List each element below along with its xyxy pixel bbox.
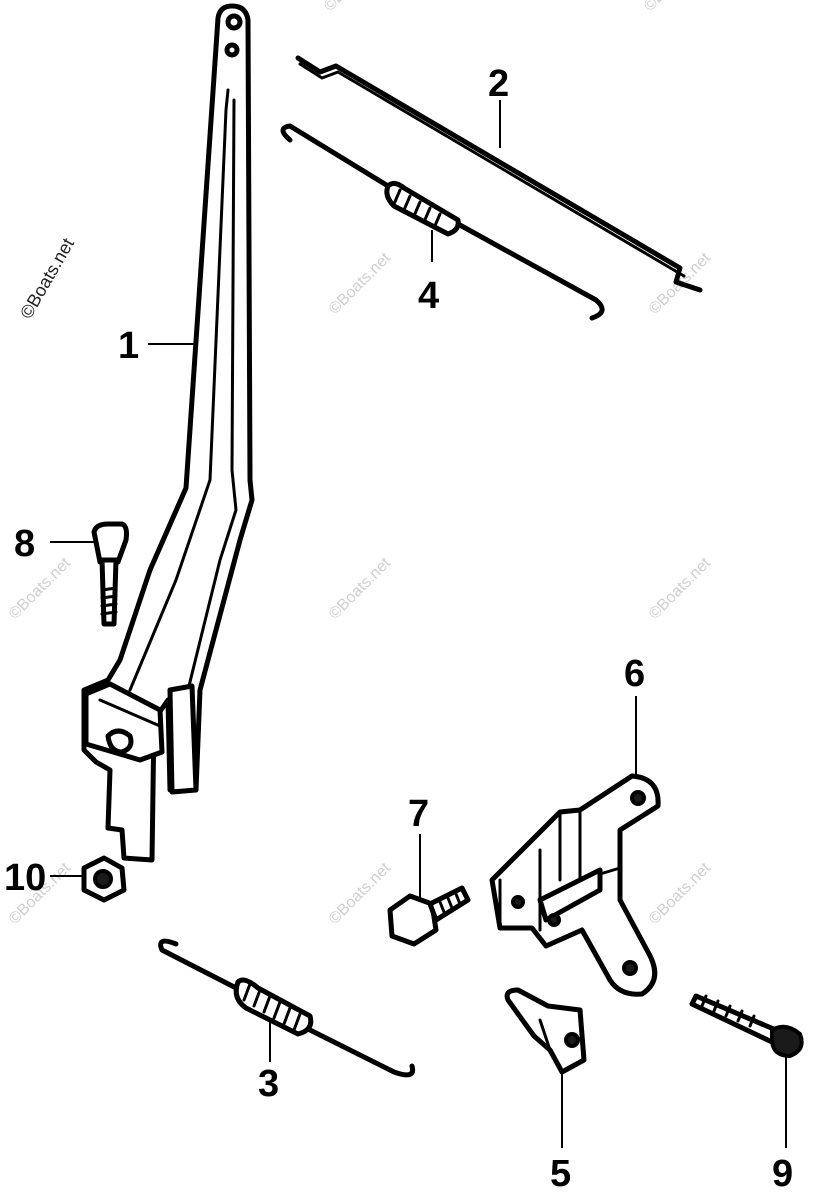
callout-9: 9 xyxy=(772,1153,793,1195)
watermark-9: ©Boats.net xyxy=(321,0,390,15)
callout-8: 8 xyxy=(14,523,35,565)
part-1-lever-arm xyxy=(81,3,255,863)
part-5-clip xyxy=(504,987,587,1075)
callout-6: 6 xyxy=(624,653,645,695)
callout-7: 7 xyxy=(408,793,429,835)
callout-3: 3 xyxy=(258,1063,279,1105)
watermark-1: ©Boats.net xyxy=(326,249,395,318)
callout-1: 1 xyxy=(118,325,139,367)
callout-5: 5 xyxy=(550,1153,571,1195)
leader-lines xyxy=(50,100,787,1148)
watermark-8: ©Boats.net xyxy=(646,859,715,928)
callout-2: 2 xyxy=(488,63,509,105)
callout-4: 4 xyxy=(418,275,439,317)
part-10-nut xyxy=(81,855,127,903)
part-2-rod xyxy=(295,55,703,293)
part-6-bracket xyxy=(489,773,661,997)
watermark-side: ©Boats.net xyxy=(16,235,78,322)
callout-10: 10 xyxy=(4,857,46,899)
watermark-5: ©Boats.net xyxy=(646,554,715,623)
part-3-coil-spring xyxy=(158,938,416,1078)
callout-labels: 1 2 3 4 5 6 7 8 9 10 xyxy=(4,63,793,1195)
watermark-10: ©Boats.net xyxy=(641,0,710,15)
watermark-4: ©Boats.net xyxy=(326,554,395,623)
part-9-screw xyxy=(689,993,804,1058)
watermark-7: ©Boats.net xyxy=(326,859,395,928)
part-4-spring-rod xyxy=(280,123,605,321)
part-7-bolt xyxy=(387,885,471,947)
part-8-bolt xyxy=(91,521,129,627)
